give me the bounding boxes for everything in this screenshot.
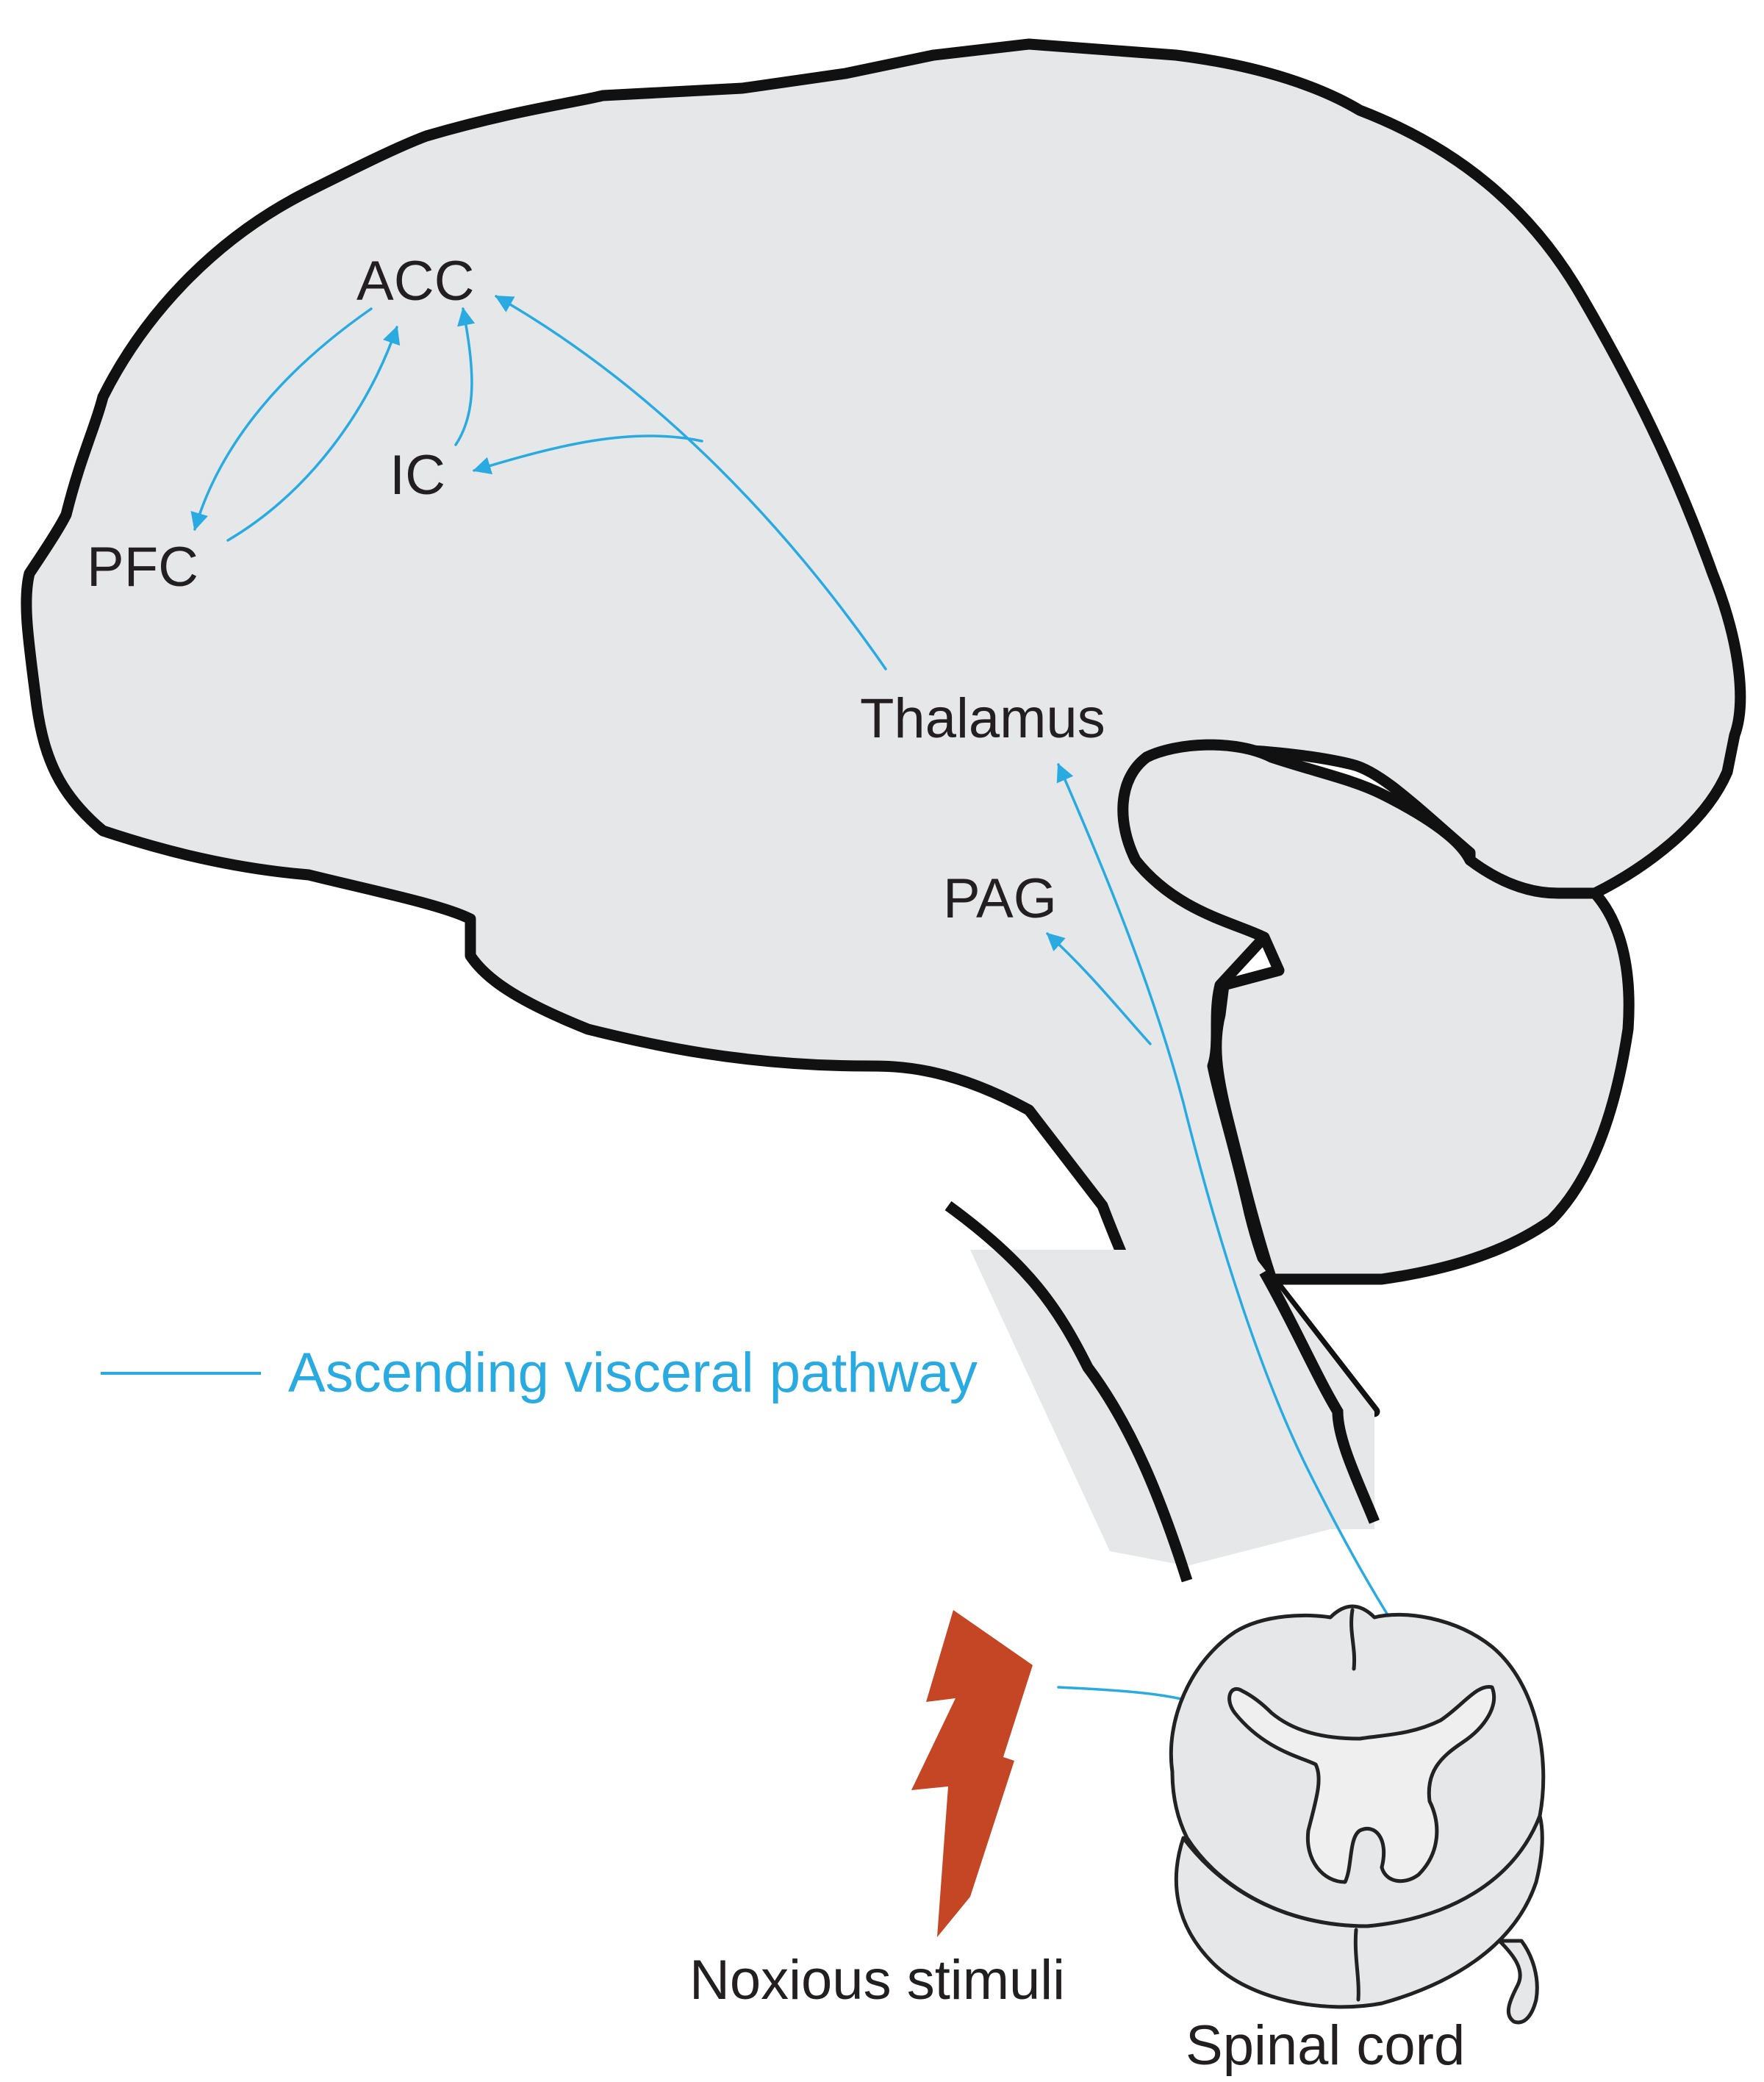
label-pfc: PFC (87, 536, 198, 598)
spinal-cord-cross-section-icon (1169, 1604, 1546, 2025)
spinal-cord-upper-slice (1169, 1604, 1546, 1928)
brainstem-back-edge (1259, 1269, 1380, 1524)
brainstem-front-edge (944, 1201, 1193, 1583)
pathway-thalamus-to-ic (473, 434, 703, 475)
pathway-pfc-to-acc (226, 326, 401, 542)
legend: Ascending visceral pathway (101, 1342, 978, 1404)
brain (21, 38, 1746, 1583)
label-pag: PAG (943, 868, 1057, 930)
brainstem-fill (970, 1250, 1374, 1566)
pathway-thalamus-to-acc (495, 295, 887, 670)
label-acc: ACC (356, 250, 474, 312)
legend-label: Ascending visceral pathway (288, 1342, 978, 1404)
pathway-acc-to-pfc (190, 307, 373, 531)
spinal-cord-grey-matter (1227, 1685, 1496, 1884)
lightning-bolt-icon (911, 1610, 1033, 1937)
pathway-to-pag (1046, 932, 1152, 1045)
caption-spinal-cord: Spinal cord (1186, 2014, 1465, 2077)
brain-cerebellum (1117, 739, 1635, 1285)
spinal-cord-dorsal-septum (1349, 1608, 1357, 1671)
spinal-cord-ventral-fissure (1353, 1928, 1360, 2002)
label-ic: IC (390, 444, 445, 507)
label-thalamus: Thalamus (860, 687, 1105, 750)
pathway-ic-to-acc (454, 307, 476, 446)
caption-noxious-stimuli: Noxious stimuli (689, 1949, 1065, 2011)
spinal-nerve-root (1497, 1939, 1539, 2025)
